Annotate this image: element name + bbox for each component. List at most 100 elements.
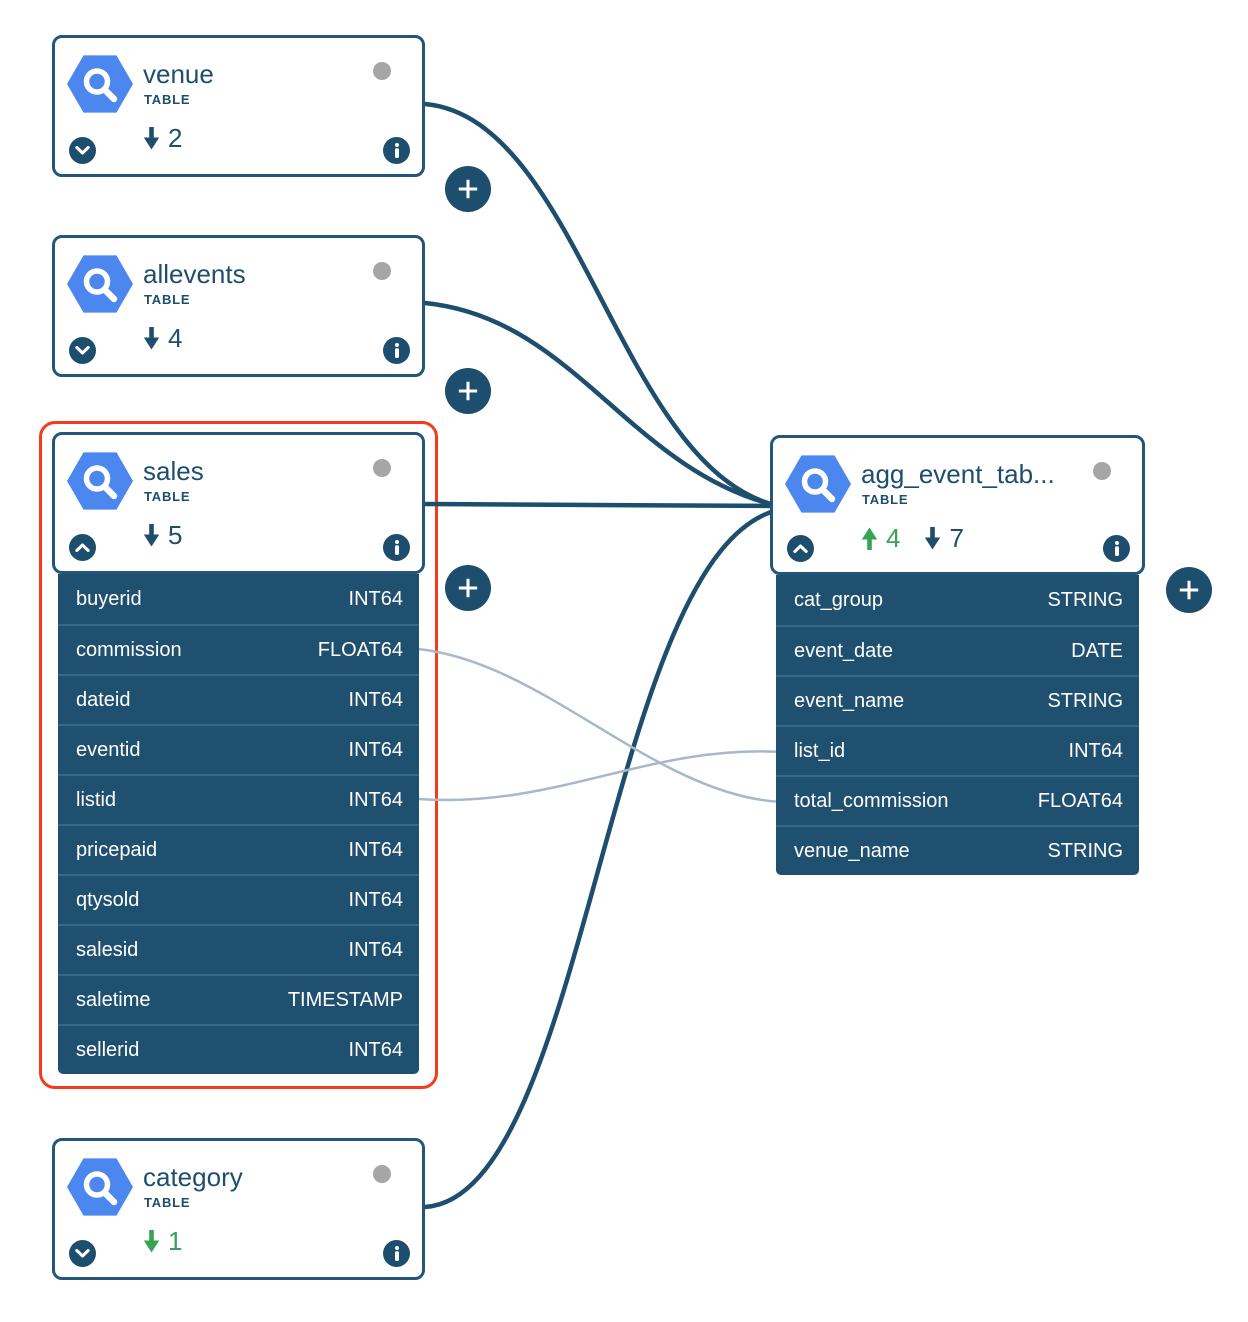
column-name: total_commission (794, 789, 949, 812)
plus-icon (458, 381, 478, 401)
chevron-up-icon (793, 544, 808, 553)
info-button[interactable] (383, 534, 410, 561)
column-type: FLOAT64 (317, 638, 403, 661)
info-button[interactable] (383, 1240, 410, 1267)
info-button[interactable] (1103, 535, 1130, 562)
column-type: INT64 (348, 688, 403, 711)
downstream-count: 7 (949, 523, 964, 553)
column-name: event_name (794, 689, 905, 712)
node-header: venue TABLE 2 (52, 35, 425, 177)
node-header: sales TABLE 5 (52, 432, 425, 574)
info-icon (1114, 541, 1119, 556)
node-counts: 2 (143, 123, 182, 154)
node-type-label: TABLE (144, 489, 191, 504)
table-node-allevents[interactable]: allevents TABLE 4 (52, 235, 425, 377)
column-row[interactable]: eventid INT64 (58, 724, 419, 774)
status-dot (373, 62, 391, 80)
chevron-down-icon (75, 346, 90, 355)
node-title: allevents (143, 259, 246, 289)
bigquery-table-icon (67, 255, 133, 313)
chevron-down-icon (75, 146, 90, 155)
downstream-arrow-icon (924, 527, 941, 550)
downstream-count: 4 (168, 323, 183, 353)
node-counts: 4 7 (861, 523, 964, 554)
info-button[interactable] (383, 337, 410, 364)
downstream-count: 1 (168, 1226, 183, 1256)
edge-venue-to-agg (422, 101, 781, 509)
collapse-button[interactable] (787, 535, 814, 562)
column-name: list_id (794, 739, 846, 762)
column-name: saletime (76, 988, 151, 1011)
node-title: venue (143, 59, 214, 89)
table-node-category[interactable]: category TABLE 1 (52, 1138, 425, 1280)
downstream-arrow-icon (143, 327, 160, 350)
node-type-label: TABLE (144, 292, 191, 307)
info-button[interactable] (383, 137, 410, 164)
column-name: eventid (76, 738, 141, 761)
column-name: sellerid (76, 1038, 140, 1061)
node-type-label: TABLE (144, 1195, 191, 1210)
node-header: allevents TABLE 4 (52, 235, 425, 377)
upstream-count: 4 (886, 523, 901, 553)
node-title: sales (143, 456, 204, 486)
status-dot (1093, 462, 1111, 480)
column-row[interactable]: qtysold INT64 (58, 874, 419, 924)
column-row[interactable]: event_name STRING (776, 675, 1139, 725)
edge-commission-to-total-commission (417, 647, 783, 804)
column-row[interactable]: saletime TIMESTAMP (58, 974, 419, 1024)
expand-button[interactable] (69, 1240, 96, 1267)
downstream-count: 2 (168, 123, 183, 153)
column-type: STRING (1047, 689, 1123, 712)
add-node-button[interactable] (445, 166, 491, 212)
add-node-button[interactable] (445, 368, 491, 414)
bigquery-table-icon (67, 55, 133, 113)
column-row[interactable]: sellerid INT64 (58, 1024, 419, 1074)
collapse-button[interactable] (69, 534, 96, 561)
plus-icon (458, 578, 478, 598)
column-type: STRING (1047, 588, 1123, 611)
expand-button[interactable] (69, 137, 96, 164)
chevron-up-icon (75, 543, 90, 552)
table-node-venue[interactable]: venue TABLE 2 (52, 35, 425, 177)
column-type: STRING (1047, 839, 1123, 862)
downstream-arrow-icon (143, 127, 160, 150)
column-type: INT64 (348, 788, 403, 811)
plus-icon (1179, 580, 1199, 600)
column-type: INT64 (348, 1038, 403, 1061)
column-type: INT64 (348, 738, 403, 761)
column-name: salesid (76, 938, 139, 961)
plus-icon (458, 179, 478, 199)
column-type: INT64 (348, 587, 403, 610)
add-node-button[interactable] (445, 565, 491, 611)
column-type: TIMESTAMP (287, 988, 403, 1011)
column-type: DATE (1071, 639, 1123, 662)
bigquery-table-icon (67, 452, 133, 510)
downstream-count: 5 (168, 520, 183, 550)
expand-button[interactable] (69, 337, 96, 364)
chevron-down-icon (75, 1249, 90, 1258)
info-icon (394, 540, 399, 555)
downstream-arrow-icon (143, 524, 160, 547)
add-node-button[interactable] (1166, 567, 1212, 613)
edge-sales-to-agg (422, 501, 781, 509)
column-name: pricepaid (76, 838, 158, 861)
column-type: INT64 (348, 888, 403, 911)
info-icon (394, 143, 399, 158)
column-name: qtysold (76, 888, 140, 911)
node-counts: 4 (143, 323, 182, 354)
